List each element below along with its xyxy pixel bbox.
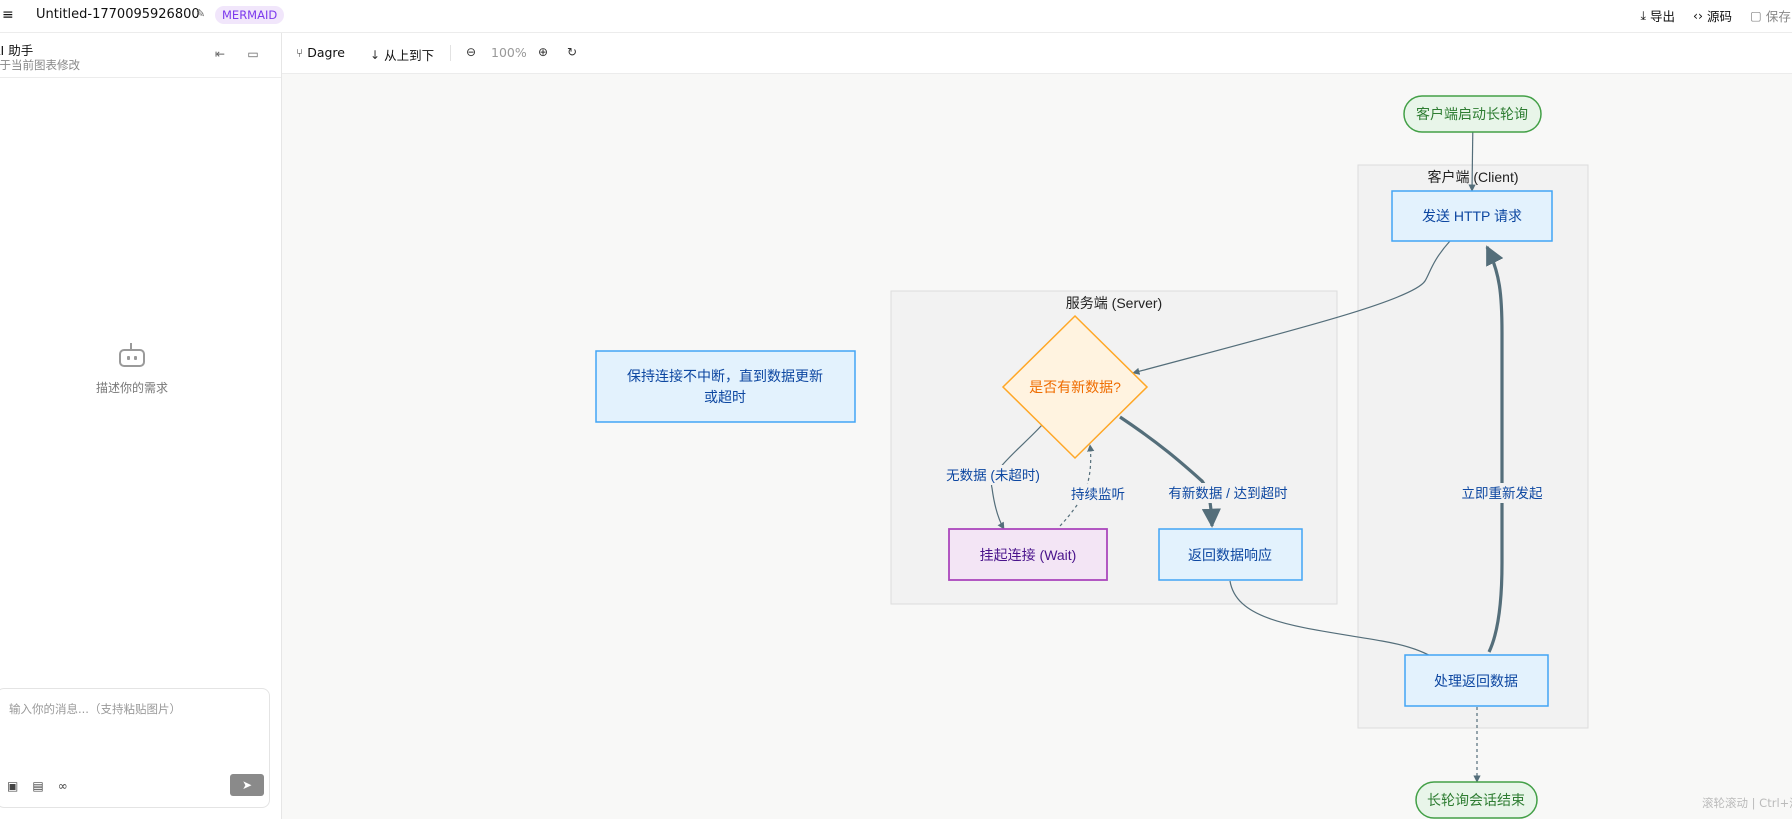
edge-label-resend: 立即重新发起 bbox=[1462, 486, 1543, 501]
direction-button[interactable]: ↓ 从上到下 bbox=[370, 45, 434, 64]
robot-icon bbox=[117, 343, 147, 367]
node-start-label: 客户端启动长轮询 bbox=[1416, 106, 1528, 122]
empty-state-text: 描述你的需求 bbox=[95, 381, 168, 395]
node-wait[interactable] bbox=[948, 528, 1108, 581]
edge-label-bg bbox=[942, 465, 1044, 485]
node-respond[interactable] bbox=[1158, 528, 1303, 581]
node-decision[interactable] bbox=[1001, 314, 1149, 460]
edge-label-bg bbox=[1164, 483, 1292, 503]
menu-icon[interactable]: ≡ bbox=[2, 7, 14, 23]
assistant-title-text: AI 助手 bbox=[0, 43, 34, 58]
edge-label-bg bbox=[1456, 483, 1548, 503]
layout-label: Dagre bbox=[307, 45, 345, 60]
diagram-svg: 客户端 (Client) 服务端 (Server) 无数据 (未超时) 持续监听… bbox=[595, 95, 1589, 819]
composer-tools: ▣ ▤ ∞ bbox=[7, 779, 68, 793]
node-end-label: 长轮询会话结束 bbox=[1427, 792, 1525, 808]
image-upload-icon[interactable]: ▣ bbox=[7, 779, 19, 793]
node-note-line1: 保持连接不中断，直到数据更新 bbox=[627, 368, 823, 384]
edge-label-listen: 持续监听 bbox=[1071, 487, 1125, 502]
node-end[interactable] bbox=[1415, 781, 1538, 819]
source-label: 源码 bbox=[1706, 9, 1732, 24]
node-process[interactable] bbox=[1404, 654, 1549, 707]
node-note-line2: 或超时 bbox=[704, 389, 746, 405]
ai-assistant-panel: AI 助手 基于当前图表修改 ⇤ ▭ 描述你的需求 ▣ ▤ ∞ ➤ bbox=[0, 33, 282, 819]
edge-process-to-send bbox=[1485, 245, 1504, 653]
save-label: 保存 bbox=[1765, 9, 1791, 24]
node-respond-label: 返回数据响应 bbox=[1188, 547, 1272, 563]
arrow-down-icon: ↓ bbox=[370, 47, 381, 62]
save-button[interactable]: ▢ 保存 bbox=[1750, 6, 1792, 25]
diagram-canvas[interactable]: 客户端 (Client) 服务端 (Server) 无数据 (未超时) 持续监听… bbox=[282, 33, 1792, 819]
source-button[interactable]: ‹› 源码 bbox=[1693, 6, 1732, 25]
reset-view-button[interactable]: ↻ bbox=[567, 45, 577, 59]
canvas-toolbar: ⑂ Dagre ↓ 从上到下 ⊖ 100% ⊕ ↻ bbox=[282, 33, 1792, 74]
zoom-in-button[interactable]: ⊕ bbox=[538, 45, 548, 59]
top-bar: ≡ Untitled-1770095926800 ✎ MERMAID ⤓ 导出 … bbox=[0, 0, 1792, 33]
save-icon: ▢ bbox=[1750, 8, 1762, 23]
node-start[interactable] bbox=[1403, 95, 1542, 133]
assistant-header: AI 助手 基于当前图表修改 ⇤ ▭ bbox=[0, 33, 281, 78]
refresh-icon: ↻ bbox=[567, 45, 578, 59]
node-send[interactable] bbox=[1391, 190, 1553, 242]
file-attach-icon[interactable]: ▤ bbox=[32, 779, 44, 793]
code-icon: ‹› bbox=[1692, 8, 1703, 23]
server-group-label: 服务端 (Server) bbox=[1066, 295, 1162, 311]
export-label: 导出 bbox=[1649, 9, 1675, 24]
message-input[interactable] bbox=[7, 701, 251, 717]
node-note[interactable] bbox=[595, 350, 856, 423]
node-process-label: 处理返回数据 bbox=[1434, 673, 1518, 689]
zoom-level: 100% bbox=[491, 45, 527, 60]
direction-label: 从上到下 bbox=[384, 48, 435, 63]
branch-icon: ⑂ bbox=[296, 45, 304, 60]
new-chat-icon[interactable]: ▭ bbox=[247, 47, 259, 61]
edge-label-no-data: 无数据 (未超时) bbox=[946, 468, 1040, 483]
send-icon: ➤ bbox=[241, 778, 253, 792]
export-button[interactable]: ⤓ 导出 bbox=[1640, 6, 1675, 25]
assistant-subtitle-text: 基于当前图表修改 bbox=[0, 58, 80, 72]
message-composer: ▣ ▤ ∞ ➤ bbox=[0, 688, 270, 808]
edit-title-icon[interactable]: ✎ bbox=[196, 7, 206, 20]
zoom-out-button[interactable]: ⊖ bbox=[466, 45, 476, 59]
top-actions: ⤓ 导出 ‹› 源码 ▢ 保存 bbox=[1640, 6, 1792, 25]
diagram-type-badge: MERMAID bbox=[215, 6, 285, 24]
empty-state: 描述你的需求 bbox=[0, 343, 264, 396]
edge-send-to-decision bbox=[1132, 240, 1451, 375]
canvas-hint: 滚轮滚动 | Ctrl+滚轮缩放 bbox=[1702, 796, 1792, 810]
node-decision-label: 是否有新数据? bbox=[1029, 379, 1121, 395]
assistant-subtitle: 基于当前图表修改 bbox=[0, 57, 120, 73]
edge-decision-to-wait bbox=[991, 424, 1043, 530]
edge-label-has-data: 有新数据 / 达到超时 bbox=[1168, 486, 1287, 501]
send-button[interactable]: ➤ bbox=[230, 774, 264, 796]
diagram[interactable]: 客户端 (Client) 服务端 (Server) 无数据 (未超时) 持续监听… bbox=[282, 33, 1792, 819]
download-icon: ⤓ bbox=[1640, 7, 1646, 23]
assistant-title: AI 助手 bbox=[0, 40, 60, 59]
edge-label-bg bbox=[1067, 484, 1129, 504]
edge-decision-to-respond bbox=[1119, 415, 1221, 528]
document-title[interactable]: Untitled-1770095926800 bbox=[36, 7, 200, 22]
layout-button[interactable]: ⑂ Dagre bbox=[296, 45, 345, 60]
zoom-in-icon: ⊕ bbox=[538, 45, 549, 59]
edge-wait-to-decision bbox=[1059, 444, 1095, 527]
collapse-panel-icon[interactable]: ⇤ bbox=[214, 47, 226, 61]
node-wait-label: 挂起连接 (Wait) bbox=[980, 547, 1077, 563]
link-icon[interactable]: ∞ bbox=[57, 779, 68, 793]
client-group-label: 客户端 (Client) bbox=[1427, 169, 1518, 185]
node-send-label: 发送 HTTP 请求 bbox=[1422, 208, 1522, 224]
toolbar-divider bbox=[450, 45, 451, 61]
client-group bbox=[1357, 164, 1589, 729]
zoom-out-icon: ⊖ bbox=[466, 45, 477, 59]
